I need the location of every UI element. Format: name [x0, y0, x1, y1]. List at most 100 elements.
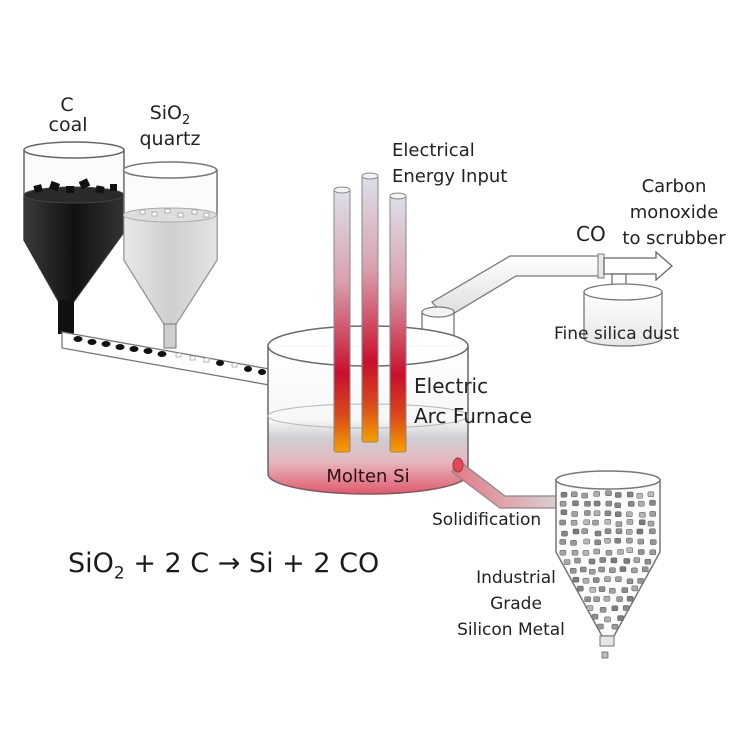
silicon-piece: [639, 512, 646, 518]
silicon-piece: [561, 530, 568, 537]
silicon-piece: [614, 492, 622, 498]
furnace-label-line2: Arc Furnace: [414, 404, 533, 428]
silicon-piece: [593, 596, 600, 602]
silicon-piece: [647, 491, 655, 498]
silicon-piece: [593, 548, 600, 555]
silicon-piece: [574, 557, 581, 564]
silicon-pieces: [559, 490, 657, 630]
silicon-piece: [649, 549, 657, 556]
coal-symbol-label: C: [60, 94, 74, 116]
silicon-piece: [605, 549, 613, 556]
silicon-piece: [581, 492, 588, 499]
silicon-piece: [593, 510, 601, 517]
furnace-label-line1: Electric: [414, 374, 489, 398]
silicon-piece: [593, 500, 601, 507]
silicon-piece: [626, 595, 634, 602]
dust-collector: [583, 283, 663, 347]
silicon-piece: [633, 557, 641, 563]
silicon-piece: [614, 511, 622, 517]
silicon-piece: [637, 578, 644, 584]
silicon-piece: [580, 566, 587, 573]
product-label-line2: Grade: [490, 594, 542, 614]
silicon-piece: [572, 528, 580, 535]
energy-label-line1: Electrical: [392, 140, 475, 161]
silicon-piece: [570, 540, 577, 546]
silicon-piece: [593, 491, 600, 497]
silicon-piece: [627, 501, 635, 507]
silicon-piece: [569, 568, 577, 574]
exhaust-label-line3: to scrubber: [622, 228, 726, 249]
silicon-piece: [605, 490, 612, 496]
silicon-piece: [588, 558, 596, 565]
electrode-center: [361, 175, 379, 443]
silicon-piece: [603, 595, 611, 602]
silicon-piece: [582, 577, 590, 584]
tap-pipe: [451, 457, 573, 511]
silicon-piece: [638, 500, 645, 507]
silicon-piece: [599, 607, 607, 613]
silicon-piece: [641, 566, 649, 573]
silicon-piece: [617, 615, 624, 621]
electrode-left: [333, 189, 351, 453]
silicon-piece: [581, 528, 588, 534]
silicon-piece: [570, 491, 578, 498]
silicon-piece: [610, 557, 618, 564]
silicon-piece: [584, 596, 591, 603]
silicon-piece: [611, 605, 619, 612]
silicon-piece: [626, 519, 634, 525]
quartz-name-label: quartz: [139, 128, 201, 150]
silicon-piece: [614, 537, 621, 544]
co-label: CO: [576, 222, 606, 246]
electrode-right: [389, 195, 407, 453]
silicon-piece: [647, 520, 655, 527]
silicon-piece: [571, 549, 579, 556]
silicon-piece: [604, 576, 611, 582]
silicon-piece: [594, 530, 602, 537]
silicon-piece: [577, 585, 584, 592]
silicon-piece: [625, 529, 633, 535]
silicon-piece: [572, 500, 579, 507]
silicon-piece: [605, 500, 613, 507]
silicon-piece: [619, 566, 627, 572]
silicon-piece: [559, 519, 566, 526]
silicon-piece: [614, 502, 621, 509]
silicon-piece: [598, 566, 605, 573]
silicon-piece: [626, 491, 634, 498]
silicon-piece: [622, 605, 630, 611]
quartz-symbol-label: SiO2: [149, 102, 191, 128]
silicon-piece: [617, 549, 624, 555]
silicon-piece: [616, 596, 623, 602]
silicon-hopper: [555, 470, 661, 659]
silicon-piece: [559, 549, 567, 556]
molten-si-label: Molten Si: [326, 466, 410, 487]
silicon-piece: [584, 501, 591, 507]
silicon-piece: [582, 550, 590, 556]
silicon-piece: [589, 587, 597, 593]
electrodes: [333, 172, 407, 453]
silicon-piece: [631, 585, 639, 592]
silicon-piece: [626, 537, 633, 544]
energy-label-line2: Energy Input: [392, 166, 508, 187]
silicon-piece: [583, 538, 590, 545]
silicon-piece: [626, 547, 634, 553]
solidification-label: Solidification: [432, 510, 542, 530]
silicon-piece: [604, 519, 612, 525]
silicon-piece: [604, 616, 611, 623]
silicon-piece: [604, 510, 612, 517]
silicon-piece: [649, 528, 656, 535]
silicon-piece: [644, 558, 652, 565]
feed-conveyor: [61, 331, 294, 413]
silicon-piece: [571, 511, 578, 517]
quartz-hopper: [122, 161, 218, 349]
silicon-piece: [559, 539, 567, 545]
silicon-piece: [592, 519, 599, 526]
silicon-piece: [599, 557, 606, 563]
silicon-piece: [584, 510, 591, 516]
silicon-piece: [636, 528, 644, 535]
silicon-piece: [598, 586, 606, 592]
silicon-piece: [583, 519, 590, 526]
reaction-equation: SiO2 + 2 C → Si + 2 CO: [68, 548, 380, 584]
silicon-piece: [615, 521, 623, 527]
silicon-piece: [572, 576, 580, 583]
